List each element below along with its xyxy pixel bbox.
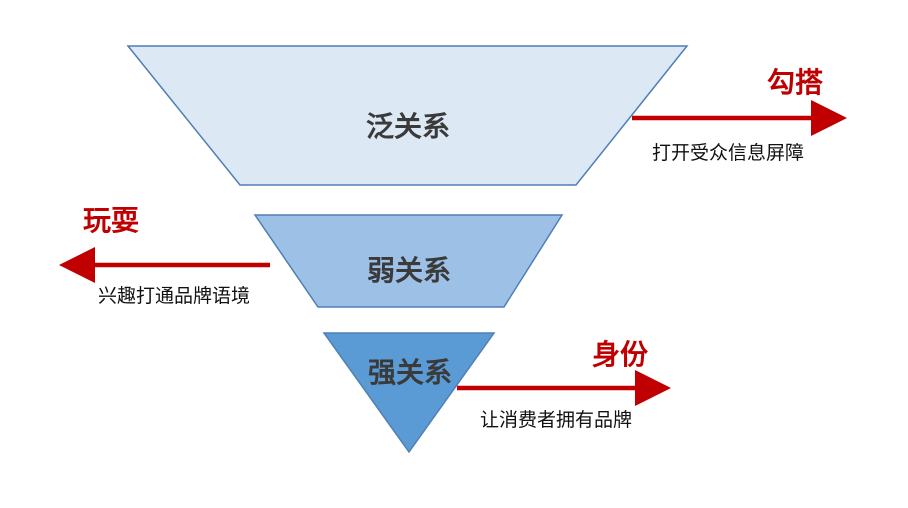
tier-bottom-shape — [322, 332, 496, 454]
tier-middle-label: 弱关系 — [367, 254, 451, 287]
annotation-bottom-caption: 让消费者拥有品牌 — [480, 409, 632, 431]
tier-bottom-label: 强关系 — [368, 356, 452, 389]
annotation-middle-title: 玩耍 — [83, 204, 139, 237]
tier-top-shape — [126, 45, 689, 186]
annotation-top-caption: 打开受众信息屏障 — [652, 142, 804, 164]
tier-middle-shape — [253, 214, 564, 308]
tier-top-label: 泛关系 — [366, 110, 450, 143]
annotation-middle-caption: 兴趣打通品牌语境 — [98, 285, 250, 307]
annotation-bottom-title: 身份 — [592, 338, 648, 371]
annotation-top-title: 勾搭 — [767, 66, 823, 99]
